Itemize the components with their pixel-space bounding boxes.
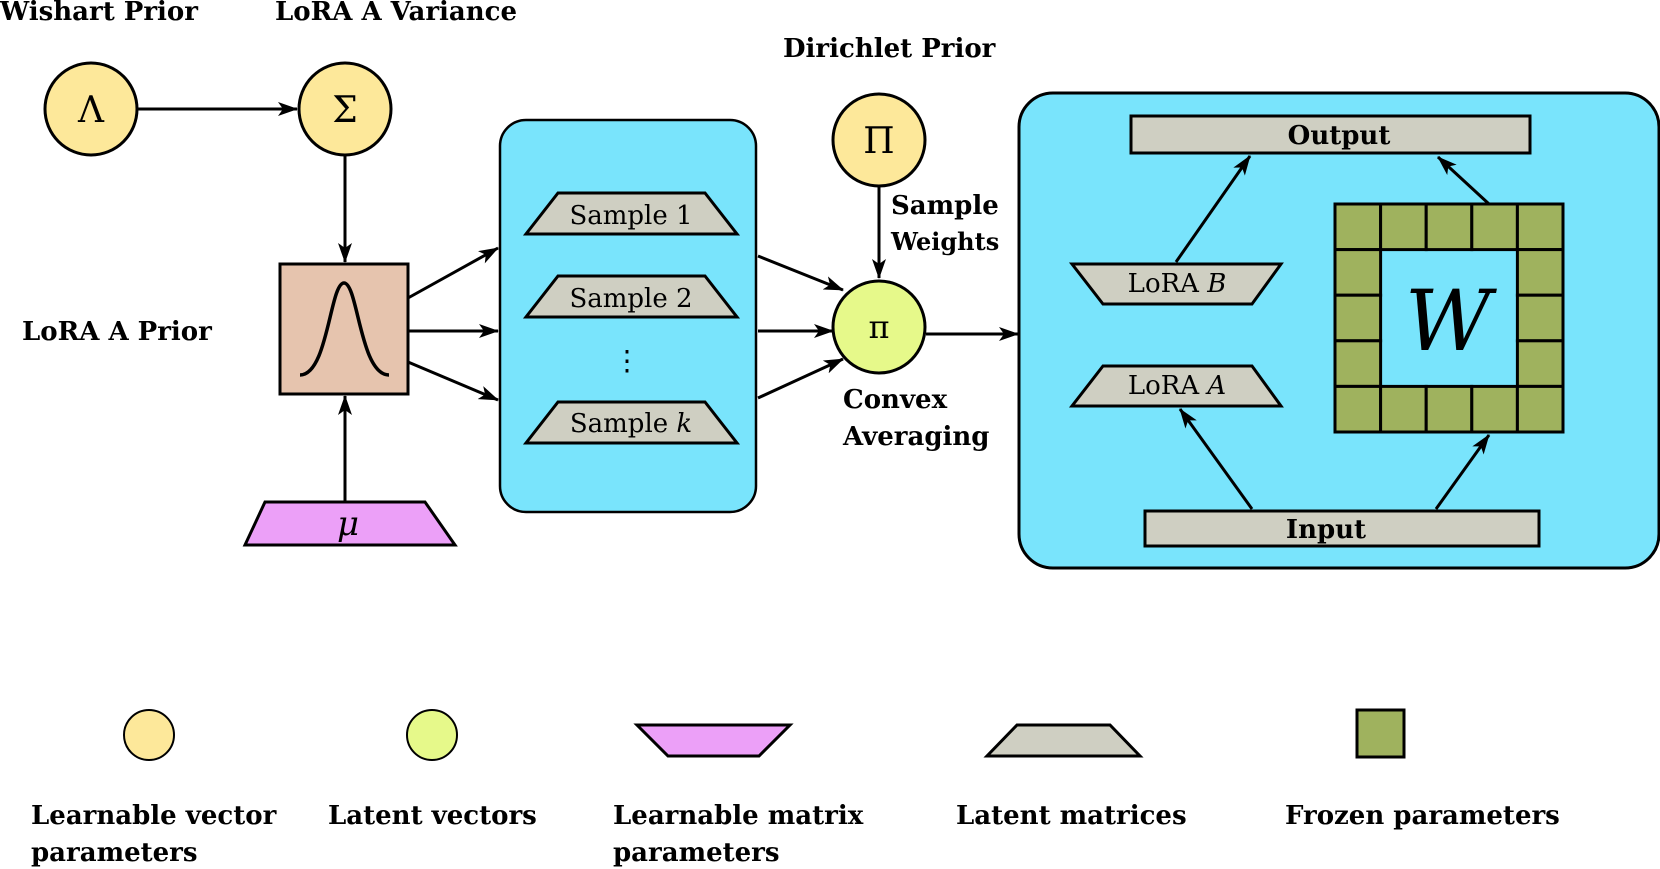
samples-to-pi-arrow-top bbox=[757, 254, 844, 292]
frozen-weight-cell bbox=[1515, 339, 1565, 388]
legend-latent-matrices-label: Latent matrices bbox=[956, 801, 1187, 831]
legend-latent-vectors-label: Latent vectors bbox=[328, 801, 537, 831]
input-to-lora-a-arrow bbox=[1178, 408, 1254, 510]
dirichlet-pi-node bbox=[831, 92, 927, 188]
legend-frozen-parameters-label: Frozen parameters bbox=[1285, 801, 1560, 831]
output-bar bbox=[1129, 114, 1532, 155]
lambda-symbol: Λ bbox=[77, 90, 105, 131]
lora-a-label: LoRA A bbox=[1128, 371, 1226, 401]
convex-averaging-label-line2: Averaging bbox=[842, 422, 989, 452]
sample-2-label: Sample 2 bbox=[569, 284, 692, 314]
gaussian-prior-box bbox=[278, 262, 410, 396]
sigma-symbol: Σ bbox=[332, 90, 357, 131]
frozen-weight-cell bbox=[1333, 293, 1383, 343]
sample-k-label: Sample k bbox=[570, 409, 692, 439]
legend-latent-vector-icon bbox=[406, 709, 458, 761]
frozen-weight-cell bbox=[1379, 384, 1428, 434]
sigma-node bbox=[297, 61, 393, 157]
sample-1-label: Sample 1 bbox=[569, 201, 692, 231]
output-label: Output bbox=[1288, 121, 1391, 151]
sample-weights-label-line1: Sample bbox=[891, 191, 999, 221]
sample-k-matrix bbox=[522, 400, 741, 445]
convex-averaging-label-line1: Convex bbox=[843, 385, 948, 415]
pi-latent-symbol: π bbox=[868, 308, 889, 346]
mu-symbol: μ bbox=[337, 504, 359, 544]
wishart-prior-label: Wishart Prior bbox=[0, 0, 198, 27]
lora-a-prior-label: LoRA A Prior bbox=[22, 317, 212, 347]
frozen-weight-cell bbox=[1379, 202, 1428, 252]
prior-to-samples-arrow-bottom bbox=[407, 360, 499, 402]
frozen-weight-cell bbox=[1515, 202, 1565, 252]
lora-b-matrix bbox=[1068, 262, 1284, 306]
frozen-weight-cell bbox=[1470, 384, 1519, 434]
frozen-weight-cell bbox=[1515, 293, 1565, 343]
frozen-weight-cell bbox=[1470, 202, 1519, 252]
lora-a-matrix bbox=[1068, 364, 1284, 408]
lambda-node bbox=[43, 61, 139, 157]
frozen-weight-cell bbox=[1333, 248, 1383, 297]
samples-ellipsis: ⋮ bbox=[613, 344, 641, 377]
frozen-weight-cell bbox=[1333, 384, 1383, 434]
pi-latent-node bbox=[831, 279, 927, 375]
frozen-weight-cell bbox=[1333, 339, 1383, 388]
lora-b-label: LoRA B bbox=[1128, 269, 1227, 299]
frozen-weight-grid bbox=[1333, 202, 1565, 434]
sample-weights-label-line2: Weights bbox=[890, 227, 999, 256]
mu-matrix bbox=[242, 500, 458, 547]
lora-a-variance-label: LoRA A Variance bbox=[275, 0, 517, 27]
lora-b-to-output-arrow bbox=[1174, 155, 1252, 263]
legend-learnable-matrix-label-line1: Learnable matrix bbox=[613, 801, 864, 831]
w-to-output-arrow bbox=[1436, 155, 1491, 206]
samples-to-pi-arrow-bottom bbox=[757, 357, 844, 400]
legend-learnable-matrix-label-line2: parameters bbox=[613, 838, 780, 868]
legend-learnable-vector-icon bbox=[123, 709, 175, 761]
legend-learnable-vector-label-line1: Learnable vector bbox=[31, 801, 277, 831]
frozen-weight-cell bbox=[1424, 384, 1474, 434]
input-bar bbox=[1143, 509, 1541, 548]
legend-learnable-matrix-icon bbox=[633, 723, 794, 758]
frozen-weight-cell bbox=[1333, 202, 1383, 252]
w-symbol: W bbox=[1405, 272, 1498, 370]
frozen-weight-cell bbox=[1515, 384, 1565, 434]
legend-latent-matrix-icon bbox=[983, 723, 1144, 758]
input-to-w-arrow bbox=[1434, 434, 1491, 510]
sample-2-matrix bbox=[522, 274, 741, 319]
frozen-weight-cell bbox=[1424, 202, 1474, 252]
sample-1-matrix bbox=[522, 191, 741, 236]
prior-to-samples-arrow-top bbox=[407, 246, 499, 300]
dirichlet-pi-symbol: Π bbox=[863, 121, 894, 162]
frozen-weight-cell bbox=[1515, 248, 1565, 297]
legend-learnable-vector-label-line2: parameters bbox=[31, 838, 198, 868]
legend-frozen-icon bbox=[1355, 708, 1406, 759]
dirichlet-prior-label: Dirichlet Prior bbox=[783, 34, 996, 64]
gaussian-curve-icon bbox=[299, 281, 390, 377]
input-label: Input bbox=[1286, 515, 1366, 545]
